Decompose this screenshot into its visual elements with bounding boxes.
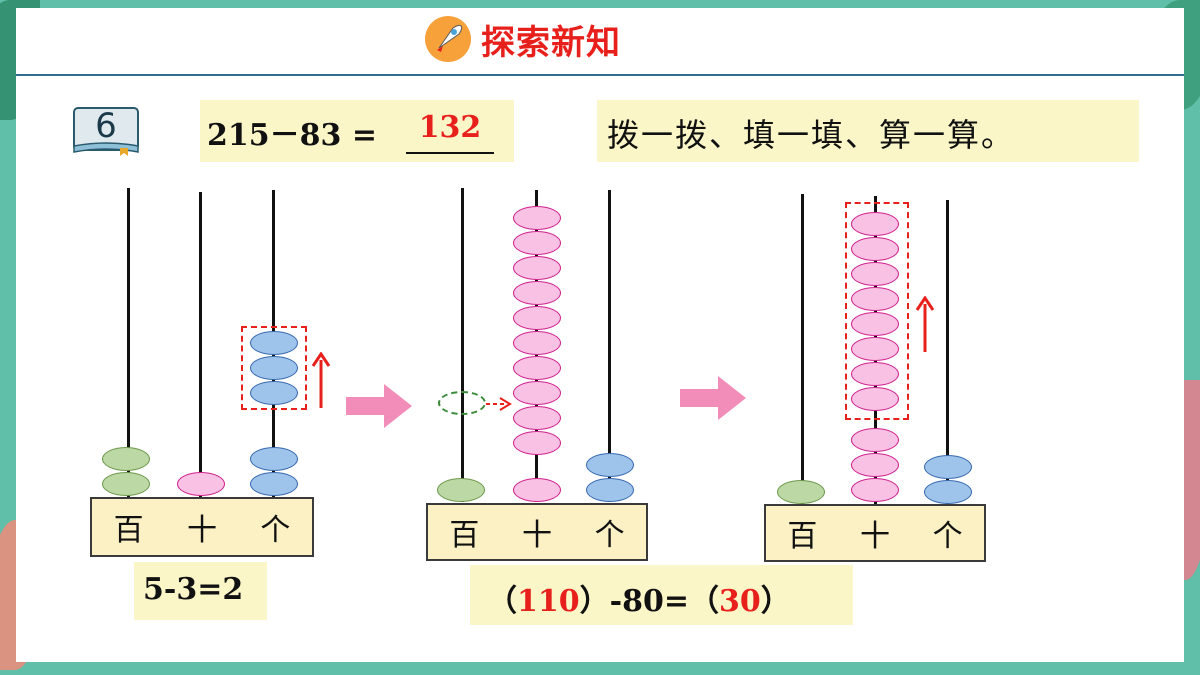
tens-bead — [513, 306, 561, 330]
step2-value1: 110 — [517, 584, 580, 619]
removed-ones-box — [241, 326, 307, 410]
right-arrow-icon — [486, 397, 512, 411]
header: 探索新知 — [425, 14, 621, 64]
tens-label: 十 — [186, 513, 217, 548]
ones-bead — [924, 480, 972, 504]
removed-tens-bead — [851, 387, 899, 411]
next-arrow-icon — [680, 376, 746, 420]
abacus1-hundreds-rod — [127, 188, 130, 498]
hundreds-bead — [102, 447, 150, 471]
step2-box — [470, 565, 853, 625]
tens-bead — [513, 231, 561, 255]
example-number: 6 — [95, 106, 117, 146]
exchanged-hundreds-bead — [438, 391, 486, 415]
ones-bead — [586, 453, 634, 477]
tens-bead — [513, 478, 561, 502]
removed-tens-bead — [851, 362, 899, 386]
hundreds-label: 百 — [787, 519, 818, 554]
abacus3-label: 百 十 个 — [764, 504, 986, 562]
rocket-icon — [425, 16, 471, 62]
tens-bead — [177, 472, 225, 496]
hundreds-label: 百 — [449, 518, 480, 553]
tens-bead — [851, 453, 899, 477]
abacus1-tens-rod — [199, 192, 202, 498]
tens-bead — [513, 381, 561, 405]
removed-tens-bead — [851, 312, 899, 336]
tens-bead — [513, 431, 561, 455]
step2-mid: ）-80=（ — [579, 584, 719, 619]
tens-label: 十 — [859, 519, 890, 554]
hundreds-bead — [437, 478, 485, 502]
page-title: 探索新知 — [481, 22, 621, 63]
step1-box — [134, 562, 267, 620]
removed-ones-bead — [250, 356, 298, 380]
tens-bead — [513, 281, 561, 305]
ones-label: 个 — [932, 519, 963, 554]
instruction-text: 拨一拨、填一填、算一算。 — [607, 116, 1016, 154]
removed-tens-bead — [851, 287, 899, 311]
tens-bead — [513, 406, 561, 430]
abacus3-ones-rod — [946, 200, 949, 504]
equation-answer: 132 — [418, 110, 482, 145]
removed-ones-bead — [250, 331, 298, 355]
removed-tens-bead — [851, 337, 899, 361]
tens-bead — [851, 478, 899, 502]
abacus3-hundreds-rod — [801, 194, 804, 504]
tens-bead — [513, 356, 561, 380]
abacus2-label: 百 十 个 — [426, 503, 648, 561]
removed-tens-box — [845, 202, 909, 420]
ones-bead — [924, 455, 972, 479]
removed-tens-bead — [851, 212, 899, 236]
next-arrow-icon — [346, 384, 412, 428]
ones-label: 个 — [594, 518, 625, 553]
abacus1-label: 百 十 个 — [90, 497, 314, 557]
hundreds-bead — [102, 472, 150, 496]
removed-tens-bead — [851, 237, 899, 261]
step2-equation: （110）-80=（30） — [487, 576, 791, 620]
ones-bead — [250, 472, 298, 496]
hundreds-bead — [777, 480, 825, 504]
ones-bead — [586, 478, 634, 502]
removed-tens-bead — [851, 262, 899, 286]
step2-value2: 30 — [718, 584, 761, 619]
header-rule — [16, 74, 1184, 76]
removed-ones-bead — [250, 381, 298, 405]
instruction-box — [597, 100, 1139, 162]
step2-open: （ — [487, 584, 517, 619]
hundreds-label: 百 — [113, 513, 144, 548]
step2-close: ） — [760, 584, 791, 619]
equation-box — [200, 100, 514, 162]
up-arrow-icon — [311, 352, 331, 408]
tens-bead — [513, 256, 561, 280]
abacus2-ones-rod — [608, 190, 611, 502]
step1-equation: 5-3=2 — [143, 572, 244, 607]
up-arrow-icon — [915, 296, 935, 352]
tens-bead — [851, 428, 899, 452]
ones-label: 个 — [260, 513, 291, 548]
book-icon: 6 — [70, 100, 142, 156]
tens-label: 十 — [521, 518, 552, 553]
tens-bead — [513, 206, 561, 230]
abacus2-hundreds-rod — [461, 188, 464, 502]
tens-bead — [513, 331, 561, 355]
answer-underline — [406, 152, 494, 154]
ones-bead — [250, 447, 298, 471]
equation-expression: 215－83 = — [207, 118, 377, 153]
